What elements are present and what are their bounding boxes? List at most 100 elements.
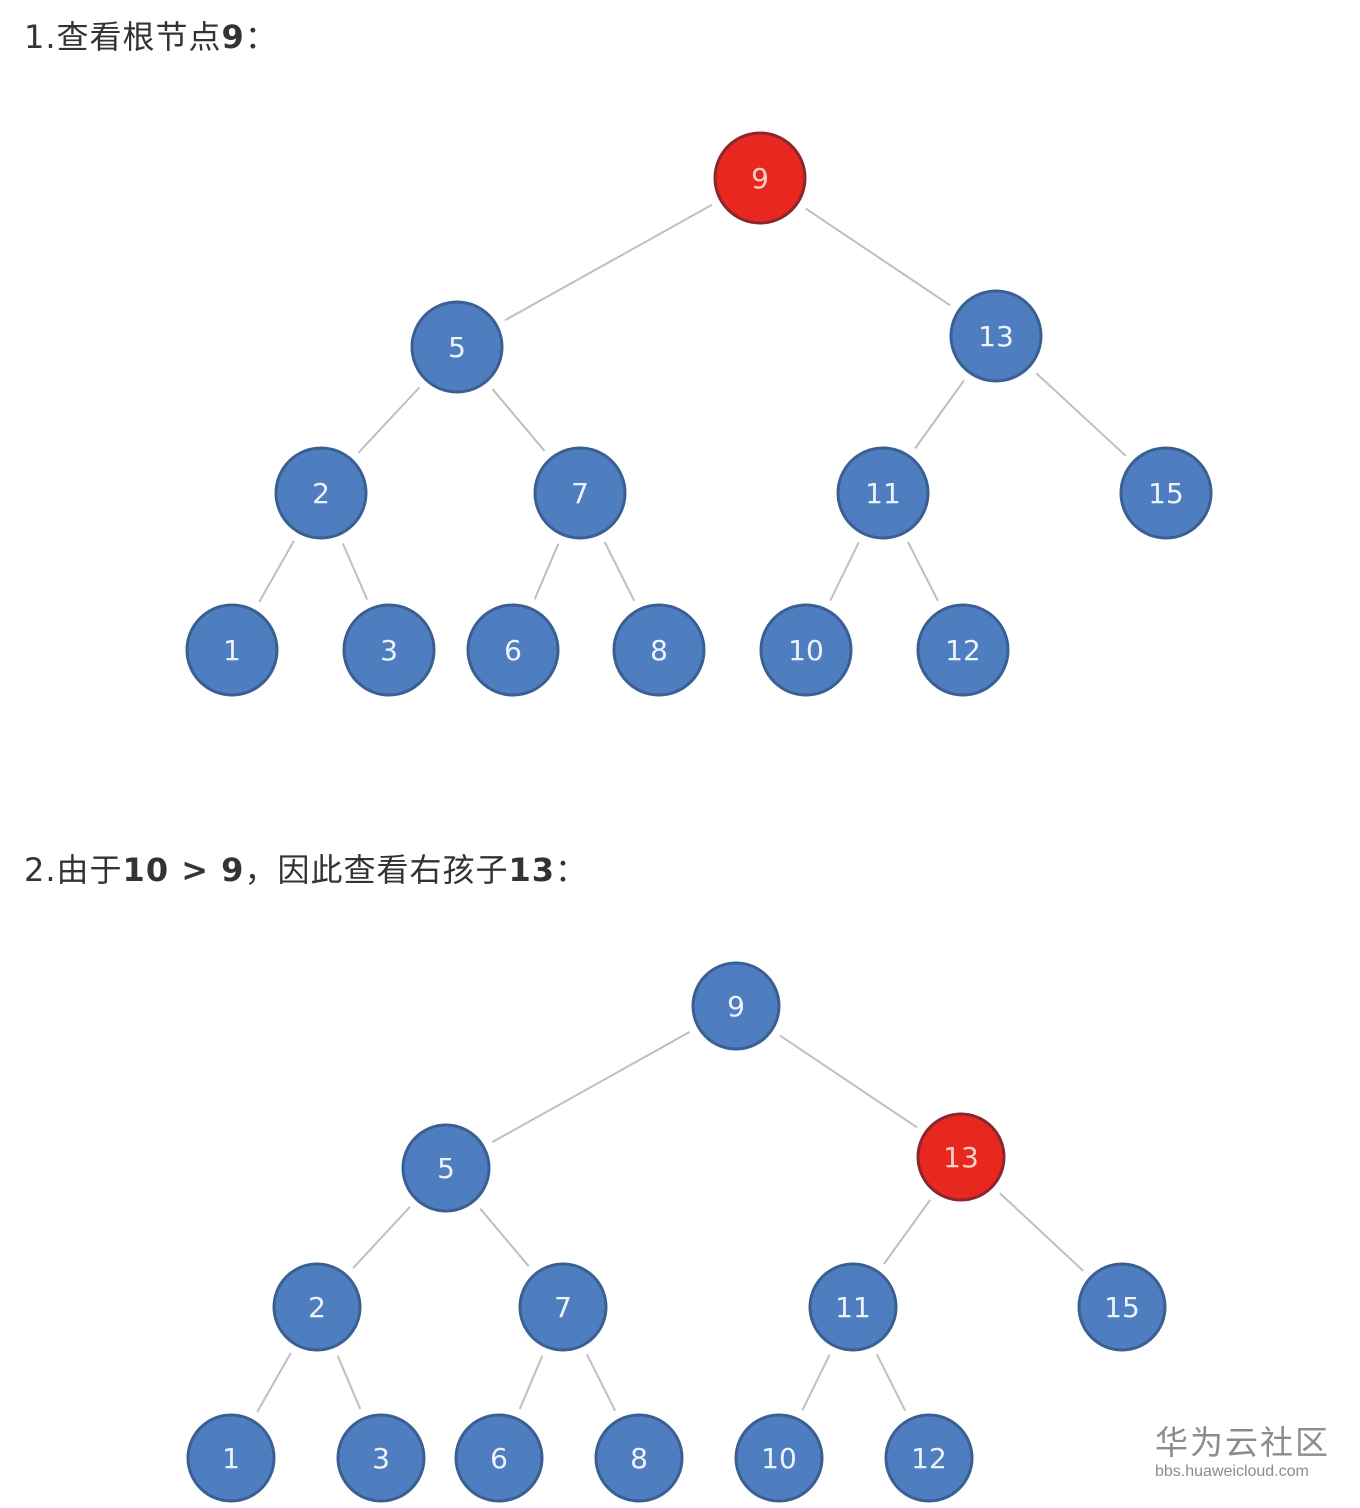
node-circle (186, 1413, 276, 1503)
tree-node: 1 (185, 603, 279, 697)
tree-edge (504, 203, 713, 322)
tree-node-highlighted: 9 (713, 131, 807, 225)
tree-edge (533, 543, 560, 600)
tree-node: 15 (1077, 1262, 1167, 1352)
node-circle (949, 289, 1043, 383)
node-circle (401, 1123, 491, 1213)
node-label: 12 (945, 634, 981, 667)
node-label: 6 (490, 1442, 508, 1475)
node-label: 1 (222, 1442, 240, 1475)
tree-node: 5 (410, 300, 504, 394)
node-label: 8 (630, 1442, 648, 1475)
node-label: 13 (943, 1141, 979, 1174)
node-circle (454, 1413, 544, 1503)
tree-edge (491, 388, 546, 452)
node-circle (713, 131, 807, 225)
node-circle (518, 1262, 608, 1352)
node-circle (734, 1413, 824, 1503)
caption-text: ，因此查看右孩子 (244, 851, 509, 889)
node-circle (336, 1413, 426, 1503)
node-circle (691, 961, 781, 1051)
node-circle (342, 603, 436, 697)
node-label: 11 (835, 1291, 871, 1324)
caption-bold-value: 9 (221, 18, 245, 56)
node-label: 12 (911, 1442, 947, 1475)
node-circle (836, 446, 930, 540)
tree-edge (256, 1352, 292, 1413)
tree-node: 13 (949, 289, 1043, 383)
watermark-url: bbs.huaweicloud.com (1155, 1463, 1309, 1480)
node-label: 2 (312, 477, 330, 510)
node-circle (533, 446, 627, 540)
tree-edge (914, 380, 965, 449)
tree-edge (341, 543, 369, 600)
tree-edge (999, 1192, 1084, 1272)
tree-edge (258, 540, 295, 603)
node-label: 3 (372, 1442, 390, 1475)
node-label: 9 (751, 162, 769, 195)
node-label: 10 (761, 1442, 797, 1475)
node-label: 15 (1104, 1291, 1140, 1324)
node-circle (916, 603, 1010, 697)
node-label: 9 (727, 990, 745, 1023)
tree-node: 15 (1119, 446, 1213, 540)
node-label: 7 (571, 477, 589, 510)
tree-edge (336, 1355, 362, 1410)
tree-edge (518, 1355, 544, 1410)
caption-bold-comparison: 10 > 9 (122, 851, 245, 889)
tree-edge (805, 207, 951, 307)
tree-node: 11 (836, 446, 930, 540)
node-circle (272, 1262, 362, 1352)
tree-node: 12 (916, 603, 1010, 697)
tree-node-highlighted: 13 (916, 1112, 1006, 1202)
tree-edge (779, 1034, 918, 1129)
node-label: 5 (448, 331, 466, 364)
node-label: 6 (504, 634, 522, 667)
tree-node: 8 (612, 603, 706, 697)
tree-edge (907, 541, 939, 602)
tree-edge (801, 1354, 831, 1411)
node-circle (808, 1262, 898, 1352)
node-circle (410, 300, 504, 394)
tree-node: 8 (594, 1413, 684, 1503)
node-label: 3 (380, 634, 398, 667)
tree-edge (603, 541, 636, 602)
tree-edge (829, 541, 860, 602)
node-circle (466, 603, 560, 697)
node-label: 7 (554, 1291, 572, 1324)
tree-node: 2 (272, 1262, 362, 1352)
tree-edge (875, 1353, 907, 1412)
node-circle (594, 1413, 684, 1503)
tree-edge (357, 386, 421, 454)
tree-node: 11 (808, 1262, 898, 1352)
tree-node: 3 (342, 603, 436, 697)
tree-node: 3 (336, 1413, 426, 1503)
node-label: 5 (437, 1152, 455, 1185)
tree-node: 6 (466, 603, 560, 697)
node-label: 8 (650, 634, 668, 667)
node-label: 1 (223, 634, 241, 667)
caption-text: 2.由于 (24, 851, 123, 889)
node-label: 2 (308, 1291, 326, 1324)
tree-edge (352, 1206, 411, 1269)
step-2-caption: 2.由于10 > 9，因此查看右孩子13： (24, 845, 588, 891)
tree-node: 9 (691, 961, 781, 1051)
node-circle (1119, 446, 1213, 540)
step-1-caption: 1.查看根节点9： (24, 12, 278, 58)
tree-edge (491, 1030, 691, 1144)
watermark: 华为云社区 bbs.huaweicloud.com (1155, 1424, 1330, 1482)
tree-node: 12 (884, 1413, 974, 1503)
tree-node: 10 (759, 603, 853, 697)
node-circle (759, 603, 853, 697)
tree-node: 7 (533, 446, 627, 540)
watermark-title: 华为云社区 (1155, 1423, 1330, 1462)
node-circle (884, 1413, 974, 1503)
caption-bold-value: 13 (508, 851, 555, 889)
caption-suffix: ： (554, 851, 588, 889)
tree-node: 1 (186, 1413, 276, 1503)
node-label: 10 (788, 634, 824, 667)
node-circle (274, 446, 368, 540)
node-label: 13 (978, 320, 1014, 353)
